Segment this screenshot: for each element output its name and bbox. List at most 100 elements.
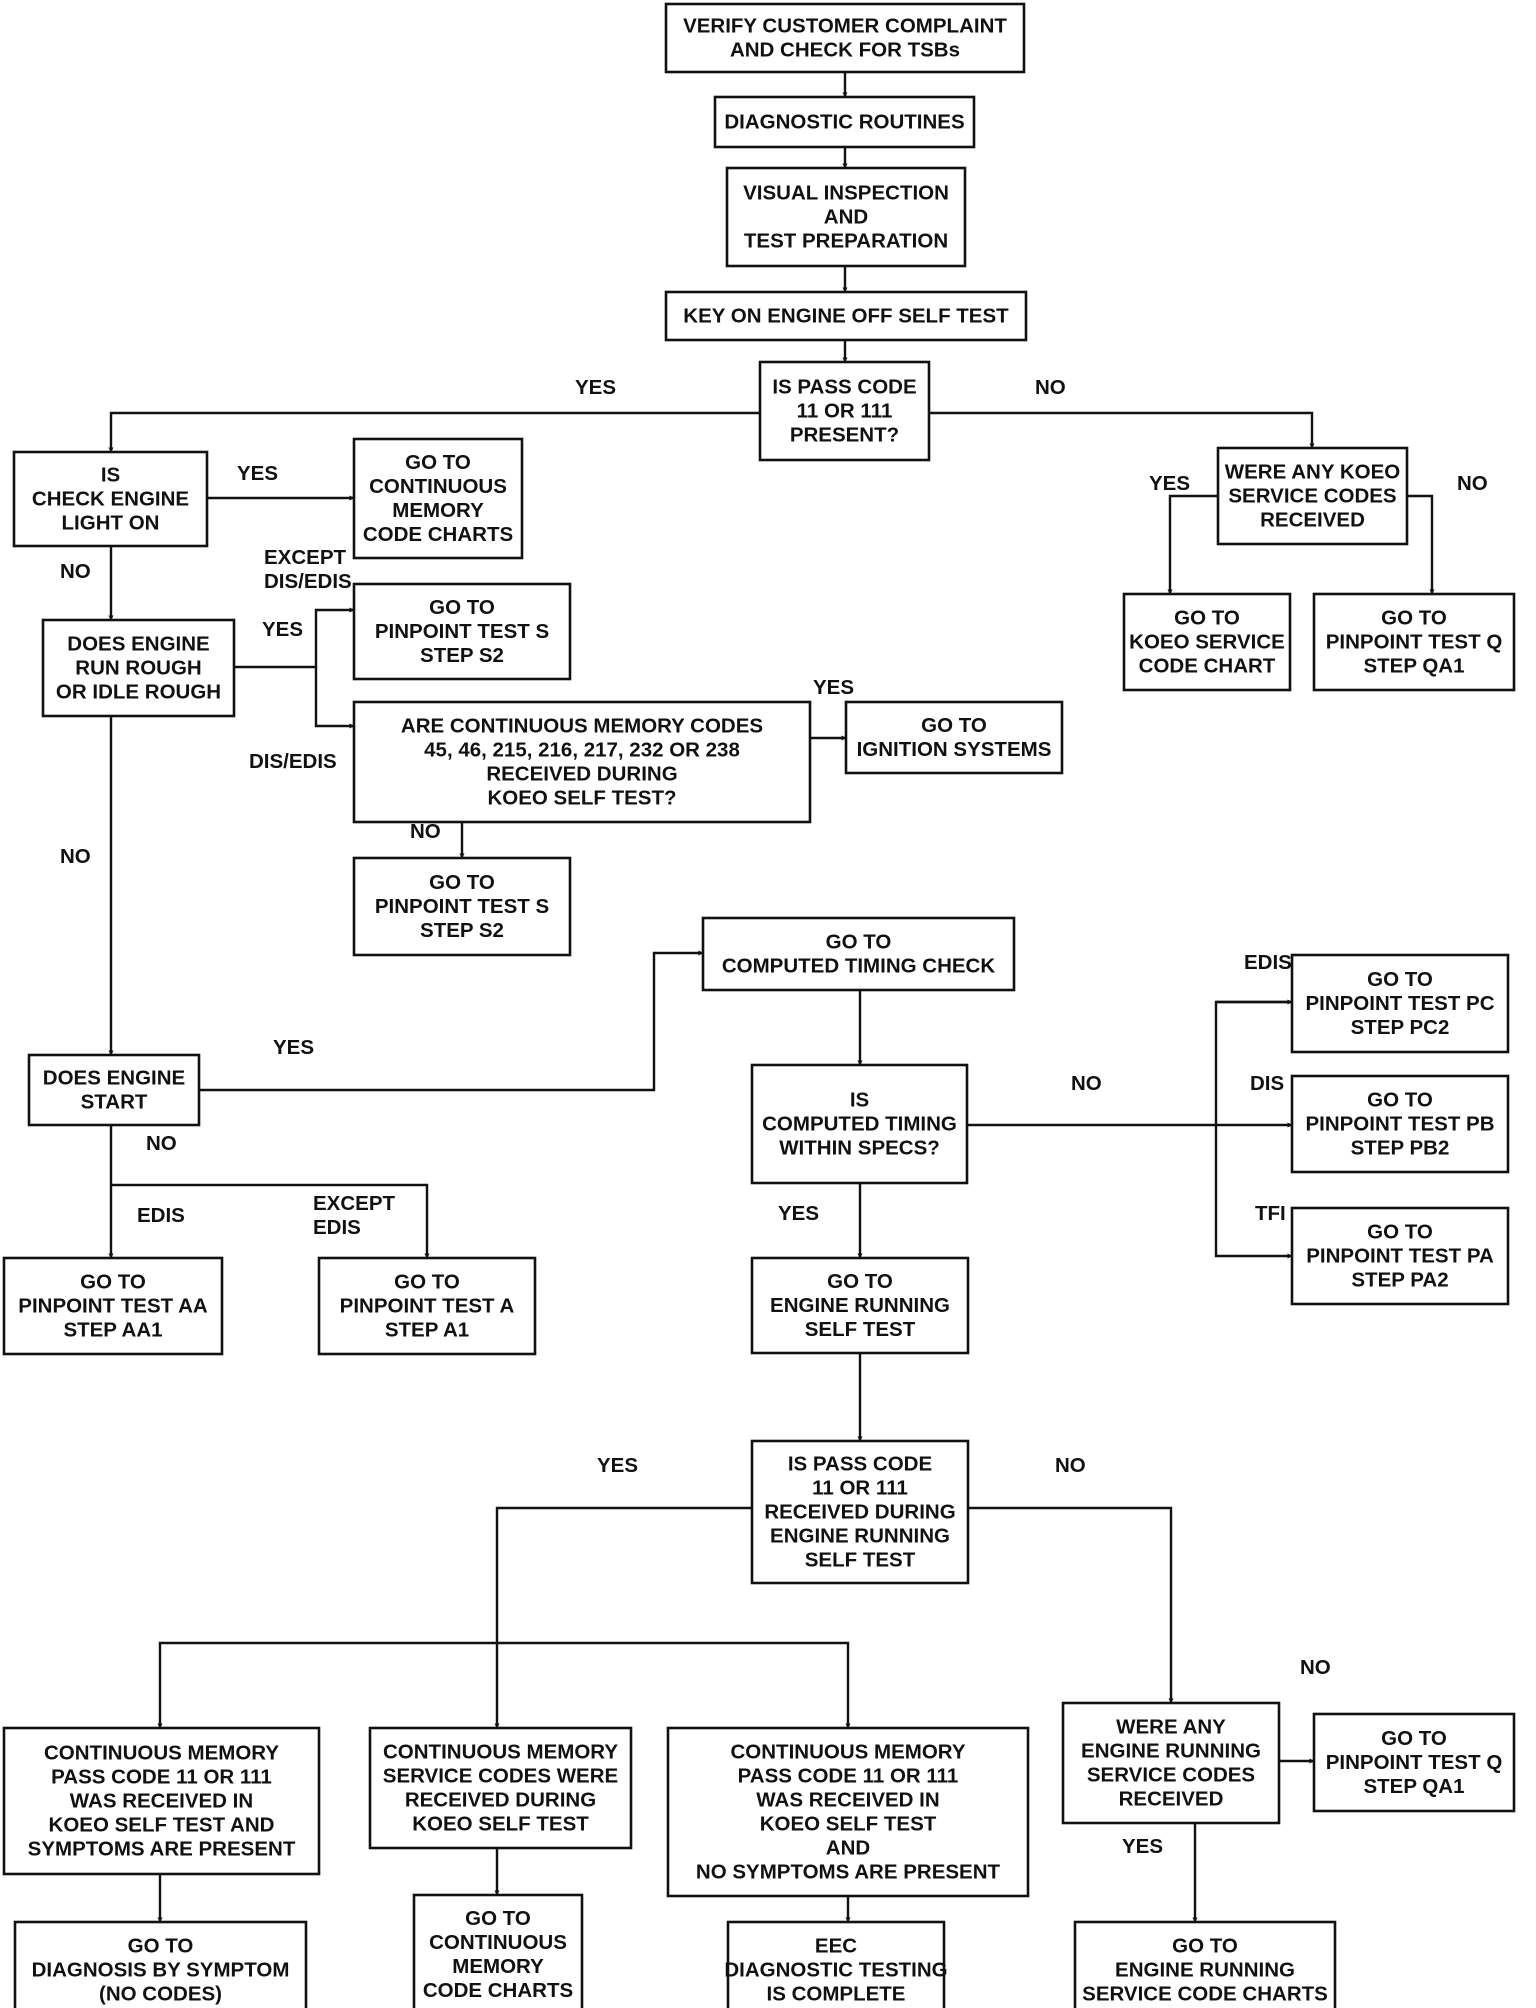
node-box	[1122, 592, 1292, 692]
node-box	[1216, 446, 1409, 546]
node-text-line: GO TO	[1367, 1089, 1433, 1112]
node-box	[317, 1256, 537, 1356]
node-text-line: GO TO	[921, 714, 987, 737]
node-text-line: SYMPTOMS ARE PRESENT	[28, 1838, 296, 1861]
node-text-line: RECEIVED DURING	[405, 1789, 596, 1812]
node-text-line: ENGINE RUNNING	[770, 1294, 950, 1317]
node-text-line: KOEO SERVICE	[1129, 631, 1285, 654]
branch-label-edis-left: EDIS	[137, 1204, 185, 1227]
node-text-line: GO TO	[1172, 1935, 1238, 1958]
node-text-line: CODE CHART	[1139, 655, 1276, 678]
branch-label-except-edis: EXCEPT	[313, 1192, 395, 1215]
node-text-line: GO TO	[1381, 607, 1447, 630]
branch-label-no-koeo-codes: NO	[1457, 472, 1488, 495]
node-text-line: RECEIVED	[1260, 509, 1365, 532]
node-text-line: PRESENT?	[790, 424, 899, 447]
branch-label-except-dis-edis: DIS/EDIS	[264, 570, 352, 593]
node-text-line: DOES ENGINE	[67, 633, 209, 656]
node-text-line: DIAGNOSIS BY SYMPTOM	[32, 1959, 290, 1982]
connector-26	[157, 1641, 497, 1729]
node-text-line: GO TO	[429, 596, 495, 619]
node-text-line: SERVICE CODES WERE	[383, 1765, 618, 1788]
node-text-line: (NO CODES)	[99, 1983, 222, 2006]
branch-label-no-run-rough: NO	[60, 845, 91, 868]
branch-label-yes-run-rough: YES	[262, 618, 303, 641]
connector-8	[1167, 494, 1218, 595]
node-text-line: GO TO	[394, 1271, 460, 1294]
node-text-line: STEP PC2	[1351, 1016, 1450, 1039]
branch-label-no-timing: NO	[1071, 1072, 1102, 1095]
node-box	[1290, 953, 1510, 1054]
node-text-line: DIAGNOSTIC ROUTINES	[724, 111, 964, 134]
node-text-line: GO TO	[405, 451, 471, 474]
node-text-line: AND CHECK FOR TSBs	[730, 39, 960, 62]
connector-25	[494, 1506, 752, 1729]
branch-label-except-edis: EDIS	[313, 1216, 361, 1239]
branch-label-no-er-codes: NO	[1300, 1656, 1331, 1679]
branch-label-dis-edis: DIS/EDIS	[249, 750, 337, 773]
node-box	[352, 437, 524, 560]
node-text-line: IS	[850, 1089, 869, 1112]
node-text-line: PINPOINT TEST A	[340, 1295, 515, 1318]
node-text-line: EEC	[815, 1935, 857, 1958]
connector-5	[929, 411, 1315, 449]
connector-23	[111, 1183, 430, 1259]
node-text-line: ENGINE RUNNING	[770, 1525, 950, 1548]
node-text-line: WITHIN SPECS?	[779, 1137, 940, 1160]
node-box	[844, 700, 1064, 775]
node-box	[352, 700, 812, 824]
node-text-line: STEP PB2	[1351, 1137, 1450, 1160]
node-text-line: LIGHT ON	[62, 512, 160, 535]
node-text-line: CODE CHARTS	[363, 523, 513, 546]
connector-18	[1214, 1000, 1292, 1125]
node-text-line: GO TO	[465, 1907, 531, 1930]
node-text-line: KOEO SELF TEST?	[487, 787, 676, 810]
node-text-line: WERE ANY KOEO	[1225, 461, 1400, 484]
node-text-line: KOEO SELF TEST	[760, 1813, 937, 1836]
node-box	[750, 1063, 969, 1185]
node-text-line: PINPOINT TEST Q	[1326, 631, 1503, 654]
branch-label-no-ers-pass: NO	[1055, 1454, 1086, 1477]
node-text-line: VISUAL INSPECTION	[743, 182, 949, 205]
node-box	[412, 1893, 584, 2008]
node-box	[664, 2, 1026, 74]
node-text-line: STEP QA1	[1363, 1775, 1464, 1798]
node-text-line: PINPOINT TEST PB	[1305, 1113, 1494, 1136]
node-box	[1290, 1206, 1510, 1306]
node-text-line: GO TO	[128, 1935, 194, 1958]
node-text-line: ENGINE RUNNING	[1115, 1959, 1295, 1982]
node-text-line: MEMORY	[452, 1955, 544, 1978]
branch-label-no-koeo-pass: NO	[1035, 376, 1066, 399]
node-text-line: GO TO	[1367, 1221, 1433, 1244]
node-text-line: OR IDLE ROUGH	[56, 681, 221, 704]
node-text-line: COMPUTED TIMING	[762, 1113, 957, 1136]
node-box	[368, 1726, 633, 1850]
node-text-line: NO SYMPTOMS ARE PRESENT	[696, 1861, 1001, 1884]
node-box	[725, 166, 967, 268]
node-text-line: COMPUTED TIMING CHECK	[722, 955, 996, 978]
node-text-line: CONTINUOUS	[429, 1931, 567, 1954]
branch-label-no-engine-start: NO	[146, 1132, 177, 1155]
node-text-line: STEP QA1	[1363, 655, 1464, 678]
node-text-line: PASS CODE 11 OR 111	[51, 1766, 272, 1789]
node-box	[750, 1256, 970, 1355]
node-text-line: SELF TEST	[805, 1549, 916, 1572]
node-box	[12, 450, 209, 548]
node-text-line: STEP A1	[385, 1319, 469, 1342]
